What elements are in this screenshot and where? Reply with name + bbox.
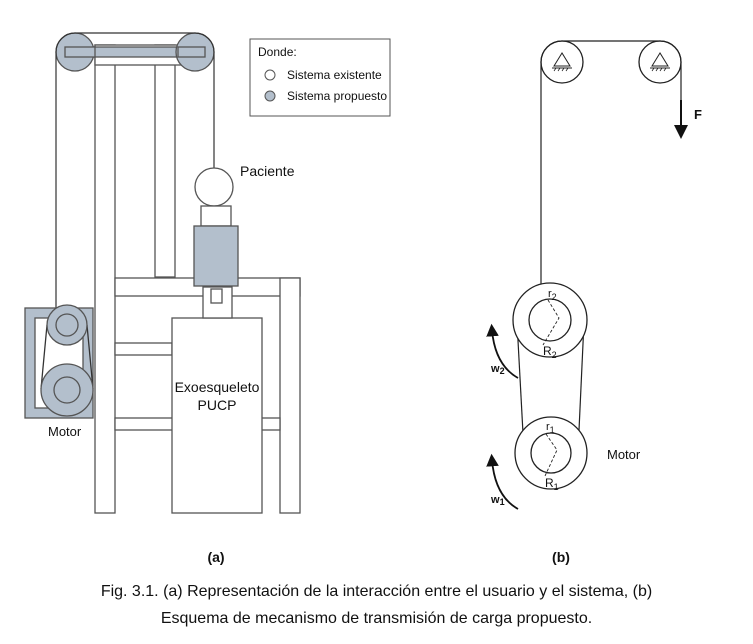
label-paciente: Paciente bbox=[240, 163, 295, 179]
exoskeleton-body bbox=[171, 317, 263, 514]
patient-assembly bbox=[193, 167, 239, 287]
label-exoesqueleto: Exoesqueleto bbox=[175, 379, 260, 395]
panel-a bbox=[94, 44, 301, 514]
figure-caption-line2: Esquema de mecanismo de transmisión de c… bbox=[160, 610, 593, 627]
label-force: F bbox=[694, 107, 702, 122]
connector-slot bbox=[210, 288, 223, 304]
label-w2: w2 bbox=[490, 363, 505, 376]
panel-a-tag: (a) bbox=[207, 549, 224, 565]
frame-right-leg bbox=[279, 277, 301, 514]
panel-b-tag: (b) bbox=[552, 549, 570, 565]
fixed-pulley-left bbox=[540, 40, 584, 84]
fixed-pulley-right bbox=[638, 40, 682, 84]
label-r1: r1 bbox=[546, 421, 555, 435]
patient-head bbox=[194, 167, 234, 207]
rotation-arrow-w2 bbox=[486, 323, 519, 379]
lower-transmission-pulley bbox=[514, 416, 588, 490]
top-pulley-assembly bbox=[55, 32, 215, 72]
top-right-pulley-hub bbox=[177, 46, 206, 58]
motor-lower-pulley-inner bbox=[53, 376, 81, 404]
legend: Donde: Sistema existente Sistema propues… bbox=[249, 38, 391, 117]
patient-torso bbox=[193, 225, 239, 287]
legend-existing-swatch bbox=[264, 69, 276, 81]
label-motor-b: Motor bbox=[607, 447, 641, 462]
panel-b: F r2 R2 r1 R1 Motor w2 w1 bbox=[486, 40, 702, 510]
patient-neck bbox=[200, 205, 232, 227]
frame-left-column bbox=[94, 44, 116, 514]
figure-caption-line1: Fig. 3.1. (a) Representación de la inter… bbox=[100, 583, 653, 600]
label-motor-a: Motor bbox=[48, 424, 82, 439]
label-R1: R1 bbox=[545, 476, 559, 492]
rotation-arrow-w1 bbox=[486, 453, 519, 510]
frame-mid-crossbar bbox=[114, 342, 173, 356]
top-left-pulley-hub bbox=[64, 46, 96, 58]
label-pucp: PUCP bbox=[198, 397, 237, 413]
legend-proposed-label: Sistema propuesto bbox=[287, 89, 387, 103]
frame-right-column bbox=[154, 44, 176, 278]
legend-existing-label: Sistema existente bbox=[287, 68, 382, 82]
motor-upper-pulley-inner bbox=[55, 313, 79, 337]
upper-transmission-pulley bbox=[512, 282, 588, 358]
cable-a bbox=[55, 32, 215, 322]
legend-title: Donde: bbox=[258, 45, 297, 59]
label-w1: w1 bbox=[490, 494, 505, 507]
cable-b bbox=[540, 40, 682, 300]
motor-assembly bbox=[24, 304, 94, 419]
legend-proposed-swatch bbox=[264, 90, 276, 102]
label-r2: r2 bbox=[548, 288, 557, 302]
label-R2: R2 bbox=[543, 344, 557, 360]
